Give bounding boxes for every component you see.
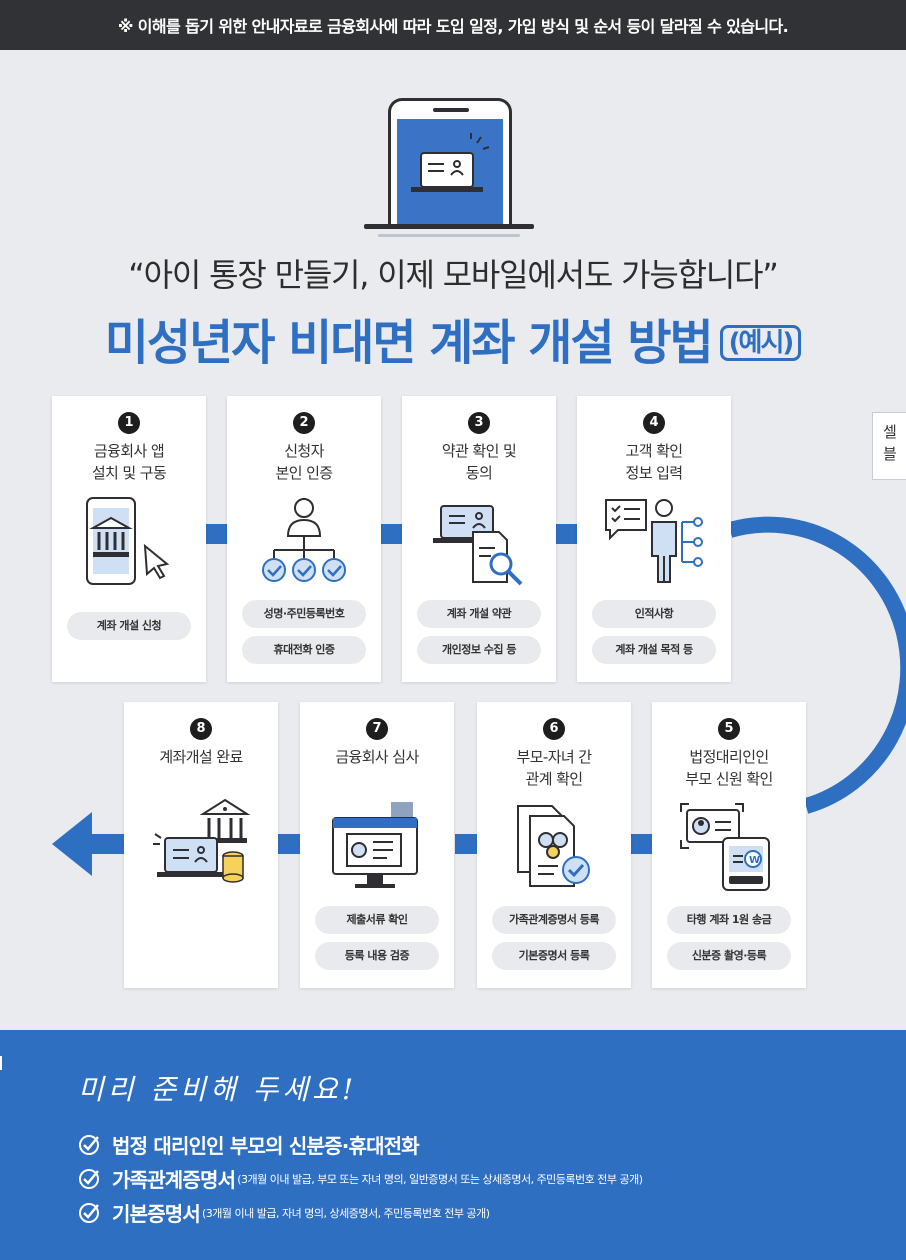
check-icon: [79, 1168, 99, 1189]
back-arrow-icon: [52, 812, 124, 876]
step-number: 7: [366, 718, 388, 740]
step-number: 4: [643, 412, 665, 434]
connector: [278, 834, 300, 854]
title-tag: (예시): [719, 324, 802, 361]
prepare-heading: 미리 준비해 두세요!: [78, 1073, 358, 1106]
step-number: 2: [293, 412, 315, 434]
step-pill: 인적사항: [592, 600, 716, 628]
step-card-1: 1 금융회사 앱 설치 및 구동 계좌 개설 신청: [52, 396, 206, 682]
step-title: 법정대리인인 부모 신원 확인: [685, 748, 773, 788]
step-card-7: 7 금융회사 심사 제출서류 확인 등록 내용 검증: [300, 702, 454, 988]
notice-bar: ※ 이해를 돕기 위한 안내자료로 금융회사에 따라 도입 일정, 가입 방식 …: [0, 0, 906, 50]
flow-lines: [52, 516, 906, 876]
svg-text:W: W: [749, 855, 760, 866]
step-card-3: 3 약관 확인 및 동의 계좌 개설 약관 개인정보 수집 등: [402, 396, 556, 682]
connector: [205, 524, 227, 544]
step-title: 신청자 본인 인증: [275, 442, 334, 482]
review-monitor-icon: [332, 802, 418, 888]
step-title: 부모-자녀 간 관계 확인: [516, 748, 593, 788]
step-pill: 계좌 개설 목적 등: [592, 636, 716, 664]
step-card-4: 4 고객 확인 정보 입력 인적사항 계좌 개설 목적 등: [577, 396, 731, 682]
step-pill: 성명·주민등록번호: [242, 600, 366, 628]
prepare-item-main: 가족관계증명서: [112, 1168, 236, 1192]
step-title: 약관 확인 및 동의: [441, 442, 517, 482]
step-pill: 제출서류 확인: [315, 906, 439, 934]
mobile-bank-icon: [86, 497, 170, 585]
check-icon: [79, 1202, 99, 1223]
step-pill: 휴대전화 인증: [242, 636, 366, 664]
title-text: 미성년자 비대면 계좌 개설 방법: [104, 315, 714, 371]
step-pill: 신분증 촬영·등록: [667, 942, 791, 970]
prepare-item-main: 기본증명서: [112, 1202, 201, 1226]
prepare-item-main: 법정 대리인인 부모의 신분증·휴대전화: [112, 1134, 420, 1158]
step-number: 8: [190, 718, 212, 740]
prepare-section: 미리 준비해 두세요! 법정 대리인인 부모의 신분증·휴대전화 가족관계증명서…: [0, 1030, 906, 1260]
connector: [555, 524, 577, 544]
step-card-8: 8 계좌개설 완료: [124, 702, 278, 988]
step-pill: 계좌 개설 약관: [417, 600, 541, 628]
step-number: 1: [118, 412, 140, 434]
step-title: 금융회사 심사: [335, 748, 419, 766]
step-pill: 계좌 개설 신청: [67, 612, 191, 640]
customer-info-icon: [605, 499, 703, 583]
terms-review-icon: [433, 505, 523, 586]
step-card-5: 5 법정대리인인 부모 신원 확인 W 타행 계좌 1원 송금 신분증 촬영·등…: [652, 702, 806, 988]
edge-marker: [0, 1056, 2, 1070]
side-tab[interactable]: 셀 블: [872, 412, 906, 480]
parent-id-icon: W: [680, 803, 770, 891]
hero-phone-icon: [388, 98, 512, 226]
prepare-item-note: (3개월 이내 발급, 자녀 명의, 상세증명서, 주민등록번호 전부 공개): [202, 1206, 490, 1220]
step-title: 계좌개설 완료: [159, 748, 243, 766]
step-pill: 가족관계증명서 등록: [492, 906, 616, 934]
prepare-item: 법정 대리인인 부모의 신분증·휴대전화: [78, 1130, 420, 1159]
step-card-2: 2 신청자 본인 인증 성명·주민등록번호 휴대전화 인증: [227, 396, 381, 682]
account-complete-icon: [153, 798, 251, 883]
step-title: 금융회사 앱 설치 및 구동: [91, 442, 167, 482]
connector: [380, 524, 402, 544]
step-card-6: 6 부모-자녀 간 관계 확인 가족관계증명서 등록 기본증명서 등록: [477, 702, 631, 988]
check-icon: [79, 1134, 99, 1155]
step-title: 고객 확인 정보 입력: [625, 442, 684, 482]
hero-base-shadow: [378, 234, 520, 237]
page-title: 미성년자 비대면 계좌 개설 방법(예시): [0, 303, 906, 373]
prepare-item: 기본증명서 (3개월 이내 발급, 자녀 명의, 상세증명서, 주민등록번호 전…: [78, 1198, 490, 1227]
step-pill: 타행 계좌 1원 송금: [667, 906, 791, 934]
step-pill: 등록 내용 검증: [315, 942, 439, 970]
connector: [455, 834, 477, 854]
step-pill: 기본증명서 등록: [492, 942, 616, 970]
flow-arc: [727, 516, 906, 814]
identity-verify-icon: [262, 498, 346, 582]
hero-base: [364, 224, 534, 229]
notice-text: ※ 이해를 돕기 위한 안내자료로 금융회사에 따라 도입 일정, 가입 방식 …: [117, 17, 789, 36]
step-number: 3: [468, 412, 490, 434]
step-pill: 개인정보 수집 등: [417, 636, 541, 664]
subtitle: “아이 통장 만들기, 이제 모바일에서도 가능합니다”: [128, 256, 779, 294]
step-number: 5: [718, 718, 740, 740]
step-number: 6: [543, 718, 565, 740]
prepare-item: 가족관계증명서 (3개월 이내 발급, 부모 또는 자녀 명의, 일반증명서 또…: [78, 1164, 643, 1193]
connector: [630, 834, 652, 854]
prepare-item-note: (3개월 이내 발급, 부모 또는 자녀 명의, 일반증명서 또는 상세증명서,…: [237, 1172, 643, 1186]
family-relation-icon: [517, 805, 590, 887]
